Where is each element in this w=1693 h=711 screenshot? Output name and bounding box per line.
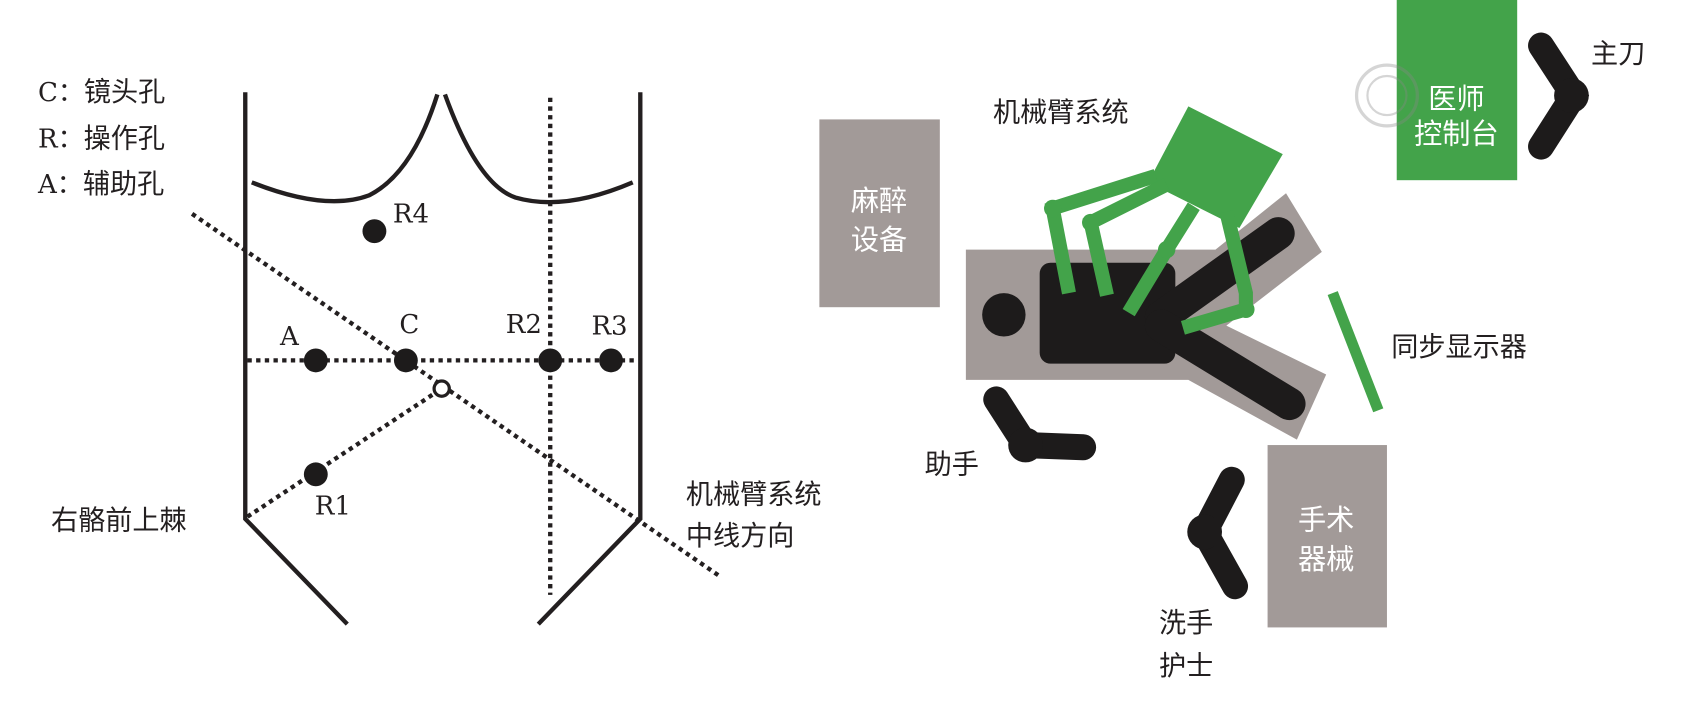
label-C: C xyxy=(399,310,419,340)
port-A xyxy=(303,348,328,373)
watermark-logo xyxy=(1354,63,1419,128)
svg-text:手术: 手术 xyxy=(1298,504,1354,537)
port-R1 xyxy=(303,462,328,487)
assistant-figure xyxy=(983,386,1097,463)
label-A: A xyxy=(279,322,300,352)
nurse-label-2: 护士 xyxy=(1159,651,1213,682)
label-R3: R3 xyxy=(591,311,627,341)
label-R4: R4 xyxy=(393,200,429,230)
svg-text:医师: 医师 xyxy=(1428,83,1484,116)
midline-label-1: 机械臂系统 xyxy=(686,480,822,511)
port-legend: C：镜头孔 R：操作孔 A：辅助孔 xyxy=(37,77,165,200)
robot-arm-label: 机械臂系统 xyxy=(993,98,1129,129)
surgeon-console: 医师 控制台 xyxy=(1396,0,1518,181)
label-R1: R1 xyxy=(315,492,351,522)
anesthesia-equipment: 麻醉 设备 xyxy=(819,119,940,308)
target-point xyxy=(432,379,451,398)
assistant-label: 助手 xyxy=(925,449,979,480)
svg-text:控制台: 控制台 xyxy=(1414,117,1499,150)
port-R3 xyxy=(599,348,623,373)
asis-label: 右骼前上棘 xyxy=(51,506,187,537)
abdomen-outline xyxy=(243,92,643,626)
instrument-table: 手术 器械 xyxy=(1267,445,1387,628)
surgeon-figure xyxy=(1528,32,1590,160)
svg-text:器械: 器械 xyxy=(1298,543,1354,576)
port-C xyxy=(393,348,418,373)
svg-text:R：操作孔: R：操作孔 xyxy=(38,124,165,155)
ports: R4 A C R2 R3 R1 xyxy=(279,200,628,522)
surgeon-label: 主刀 xyxy=(1591,39,1645,70)
port-R4 xyxy=(362,219,387,244)
svg-text:设备: 设备 xyxy=(851,224,907,257)
display-label: 同步显示器 xyxy=(1391,332,1527,363)
nurse-label-1: 洗手 xyxy=(1159,608,1213,639)
port-R2 xyxy=(538,348,563,373)
svg-text:A：辅助孔: A：辅助孔 xyxy=(37,169,164,200)
sync-display xyxy=(1327,291,1384,413)
robot-arm-system xyxy=(1044,106,1283,335)
midline-label-2: 中线方向 xyxy=(686,521,794,552)
svg-text:麻醉: 麻醉 xyxy=(851,185,907,218)
svg-text:C：镜头孔: C：镜头孔 xyxy=(38,77,165,108)
nurse-figure xyxy=(1187,466,1249,600)
label-R2: R2 xyxy=(506,310,542,340)
